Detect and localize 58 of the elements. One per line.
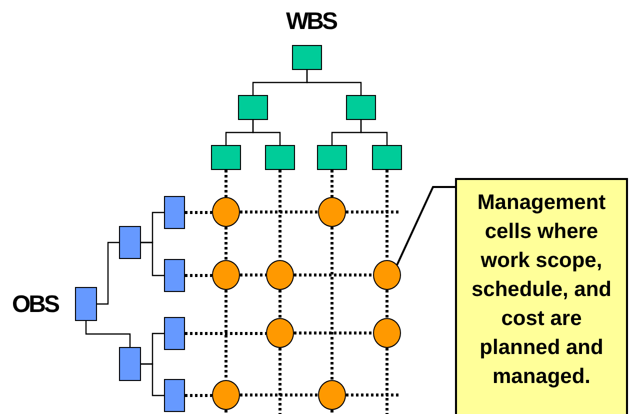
wbs-element-box bbox=[292, 45, 322, 70]
management-cell-circle bbox=[318, 380, 346, 410]
dotted-grid-line bbox=[386, 170, 388, 260]
wbs-element-box bbox=[238, 95, 268, 120]
dotted-grid-line bbox=[185, 211, 212, 214]
dotted-grid-line bbox=[240, 394, 318, 396]
management-cell-circle bbox=[266, 260, 294, 290]
wbs-element-box bbox=[372, 145, 402, 170]
tree-connector bbox=[97, 242, 119, 305]
dotted-grid-line bbox=[386, 290, 388, 318]
wbs-element-box bbox=[317, 145, 347, 170]
structure-title: OBS bbox=[12, 291, 58, 319]
tree-connector bbox=[85, 321, 131, 347]
wbs-element-box bbox=[346, 95, 376, 120]
dotted-grid-line bbox=[346, 210, 400, 214]
dotted-grid-line bbox=[185, 274, 212, 277]
obs-unit-box bbox=[119, 226, 141, 259]
dotted-grid-line bbox=[386, 348, 388, 414]
tree-connector bbox=[360, 120, 388, 145]
management-cell-circle bbox=[212, 380, 240, 410]
dotted-grid-line bbox=[224, 170, 228, 197]
obs-unit-box bbox=[164, 379, 185, 412]
dotted-grid-line bbox=[346, 394, 400, 396]
dotted-grid-line bbox=[240, 274, 266, 276]
obs-unit-box bbox=[164, 317, 185, 350]
wbs-element-box bbox=[265, 145, 295, 170]
management-cell-circle bbox=[373, 318, 401, 348]
obs-unit-box bbox=[164, 259, 185, 292]
dotted-grid-line bbox=[240, 210, 318, 214]
tree-connector bbox=[306, 70, 362, 95]
tree-connector bbox=[252, 120, 281, 145]
management-cell-circle bbox=[212, 197, 240, 227]
dotted-grid-line bbox=[278, 170, 282, 260]
obs-unit-box bbox=[75, 287, 97, 321]
tree-connector bbox=[141, 363, 164, 396]
dotted-grid-line bbox=[224, 227, 228, 260]
dotted-grid-line bbox=[224, 410, 228, 414]
dotted-grid-line bbox=[330, 170, 334, 197]
callout-box: Management cells where work scope, schedule, and cost are planned and managed. bbox=[455, 178, 628, 414]
leader-line bbox=[396, 186, 455, 266]
dotted-grid-line bbox=[330, 227, 334, 380]
obs-unit-box bbox=[119, 347, 141, 381]
dotted-grid-line bbox=[278, 290, 282, 318]
dotted-grid-line bbox=[330, 410, 334, 414]
management-cell-circle bbox=[318, 197, 346, 227]
dotted-grid-line bbox=[224, 290, 228, 380]
dotted-grid-line bbox=[185, 332, 266, 335]
tree-connector bbox=[141, 242, 164, 276]
management-cell-circle bbox=[266, 318, 294, 348]
structure-title: WBS bbox=[286, 8, 336, 36]
dotted-grid-line bbox=[294, 274, 373, 276]
dotted-grid-line bbox=[294, 332, 373, 334]
management-cell-circle bbox=[373, 260, 401, 290]
obs-unit-box bbox=[164, 196, 185, 229]
management-cell-circle bbox=[212, 260, 240, 290]
dotted-grid-line bbox=[278, 348, 282, 414]
wbs-element-box bbox=[211, 145, 241, 170]
dotted-grid-line bbox=[185, 394, 212, 397]
